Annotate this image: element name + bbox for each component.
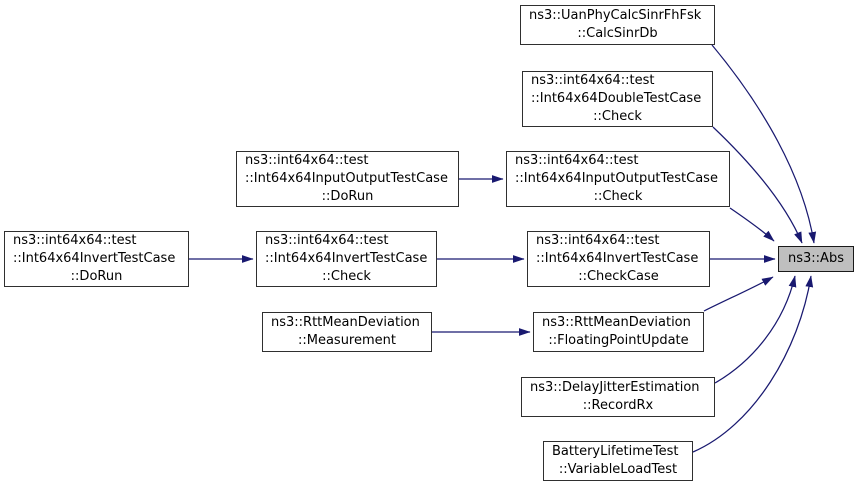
node-rtt-floating-point-update[interactable]: ns3::RttMeanDeviation::FloatingPointUpda…: [533, 312, 704, 352]
node-int64x64-invert-testcase-check[interactable]: ns3::int64x64::test::Int64x64InvertTestC…: [256, 231, 437, 287]
edge-double-check-to-abs: [712, 126, 803, 244]
node-battery-lifetime-variable-load-test[interactable]: BatteryLifetimeTest::VariableLoadTest: [543, 441, 693, 481]
node-int64x64-invert-testcase-dorun[interactable]: ns3::int64x64::test::Int64x64InvertTestC…: [4, 231, 189, 287]
node-int64x64-inputoutput-testcase-dorun[interactable]: ns3::int64x64::test::Int64x64InputOutput…: [236, 151, 459, 207]
edge-inputoutput-check-to-abs: [729, 207, 775, 242]
edge-battery-varloadtest-to-abs: [692, 275, 814, 453]
edge-uanphy-calcsinrdb-to-abs: [711, 44, 817, 244]
node-rtt-mean-deviation-measurement[interactable]: ns3::RttMeanDeviation::Measurement: [262, 312, 432, 352]
edge-delayjitter-recordrx-to-abs: [714, 275, 797, 384]
node-ns3-abs-target: ns3::Abs: [778, 246, 854, 272]
node-delay-jitter-estimation-recordrx[interactable]: ns3::DelayJitterEstimation::RecordRx: [521, 377, 715, 417]
node-uanphy-calc-sinr-db[interactable]: ns3::UanPhyCalcSinrFhFsk::CalcSinrDb: [520, 5, 715, 45]
node-int64x64-inputoutput-testcase-check[interactable]: ns3::int64x64::test::Int64x64InputOutput…: [506, 151, 730, 207]
node-int64x64-double-testcase-check[interactable]: ns3::int64x64::test::Int64x64DoubleTestC…: [522, 71, 713, 127]
node-int64x64-invert-testcase-checkcase[interactable]: ns3::int64x64::test::Int64x64InvertTestC…: [527, 231, 710, 287]
edge-rtt-fpupdate-to-abs: [703, 276, 774, 312]
